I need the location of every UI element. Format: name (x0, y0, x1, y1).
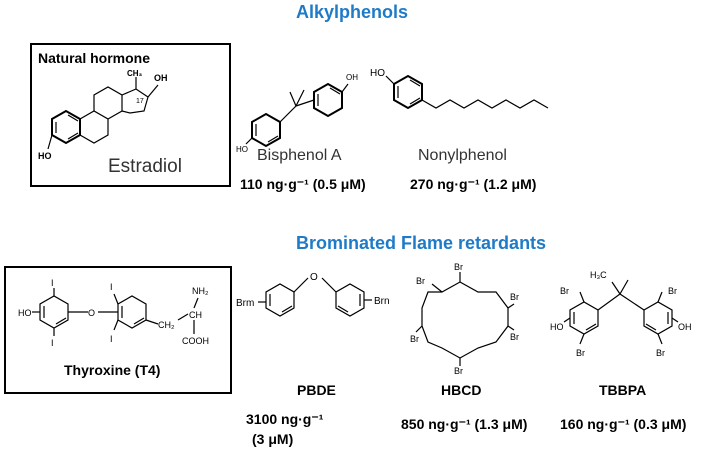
bisphenol-a-name: Bisphenol A (257, 147, 342, 164)
bfr-heading: Brominated Flame retardants (296, 233, 547, 253)
tbbpa-name: TBBPA (599, 382, 647, 398)
thyroxine-cooh-label: COOH (182, 336, 209, 346)
pbde-o-label: O (310, 272, 318, 283)
tbbpa-br3-label: Br (576, 348, 585, 358)
pbde-concentration-value: 3100 ng·g⁻¹ (246, 411, 324, 427)
hbcd-br4-label: Br (510, 332, 519, 342)
tbbpa-br4-label: Br (656, 348, 665, 358)
thyroxine-i4-label: I (110, 334, 113, 344)
nonylphenol-concentration: 270 ng·g⁻¹ (1.2 μM) (410, 176, 537, 192)
thyroxine-nh2-label: NH₂ (192, 286, 209, 296)
pbde-brm-label: Brm (236, 298, 254, 309)
thyroxine-i2-label: I (51, 338, 54, 348)
hbcd-br5-label: Br (410, 334, 419, 344)
pbde-concentration-molar: (3 μM) (252, 431, 294, 447)
thyroxine-ch2-label: CH₂ (158, 320, 175, 330)
thyroxine-name: Thyroxine (T4) (64, 362, 161, 378)
hbcd-br1-label: Br (454, 262, 463, 272)
bisphenol-a-structure: HO OH (236, 73, 358, 154)
nonylphenol-name: Nonylphenol (418, 147, 507, 164)
estradiol-c17-label: 17 (136, 98, 144, 105)
tbbpa-br1-label: Br (560, 286, 569, 296)
pbde-name: PBDE (297, 382, 336, 398)
tbbpa-concentration: 160 ng·g⁻¹ (0.3 μM) (560, 416, 687, 432)
tbbpa-h3c-label: H₃C (590, 270, 607, 280)
tbbpa-oh-label: OH (678, 322, 692, 332)
thyroxine-structure: O I I I I HO CH₂ CH NH₂ COOH (18, 278, 209, 348)
pbde-brn-label: Brn (374, 296, 390, 307)
hbcd-br6-label: Br (454, 366, 463, 374)
hbcd-structure: Br Br Br Br Br Br (410, 262, 519, 374)
tbbpa-br2-label: Br (668, 286, 677, 296)
bpa-oh-label: OH (346, 73, 358, 82)
hbcd-br3-label: Br (510, 292, 519, 302)
estradiol-name: Estradiol (108, 156, 182, 177)
nonylphenol-structure: HO (370, 68, 549, 110)
estradiol-ho-label: HO (38, 151, 52, 161)
thyroxine-ho-label: HO (18, 308, 32, 318)
thyroxine-box: O I I I I HO CH₂ CH NH₂ COOH Thyroxine (… (4, 266, 232, 394)
estradiol-structure: HO CH₃ OH 17 (38, 69, 168, 161)
estradiol-box: Natural hormone HO CH₃ OH 17 Estradiol (30, 43, 231, 187)
hbcd-br2-label: Br (416, 276, 425, 286)
thyroxine-ch-label: CH (189, 310, 202, 320)
alkylphenols-heading: Alkylphenols (296, 2, 409, 22)
hbcd-name: HBCD (441, 382, 482, 398)
bisphenol-a-concentration: 110 ng·g⁻¹ (0.5 μM) (240, 176, 366, 192)
tbbpa-ho-label: HO (550, 322, 564, 332)
thyroxine-o-label: O (88, 308, 95, 318)
thyroxine-i3-label: I (110, 282, 113, 292)
thyroxine-i1-label: I (51, 278, 54, 288)
estradiol-ch3-label: CH₃ (127, 69, 143, 78)
estradiol-box-title: Natural hormone (38, 50, 151, 66)
bpa-ho-label: HO (236, 145, 248, 154)
pbde-structure: O Brm Brn (236, 272, 390, 317)
tbbpa-structure: H₃C Br Br Br Br HO OH (550, 270, 692, 358)
estradiol-oh-label: OH (154, 73, 168, 83)
np-ho-label: HO (370, 68, 385, 79)
hbcd-concentration: 850 ng·g⁻¹ (1.3 μM) (401, 416, 528, 432)
